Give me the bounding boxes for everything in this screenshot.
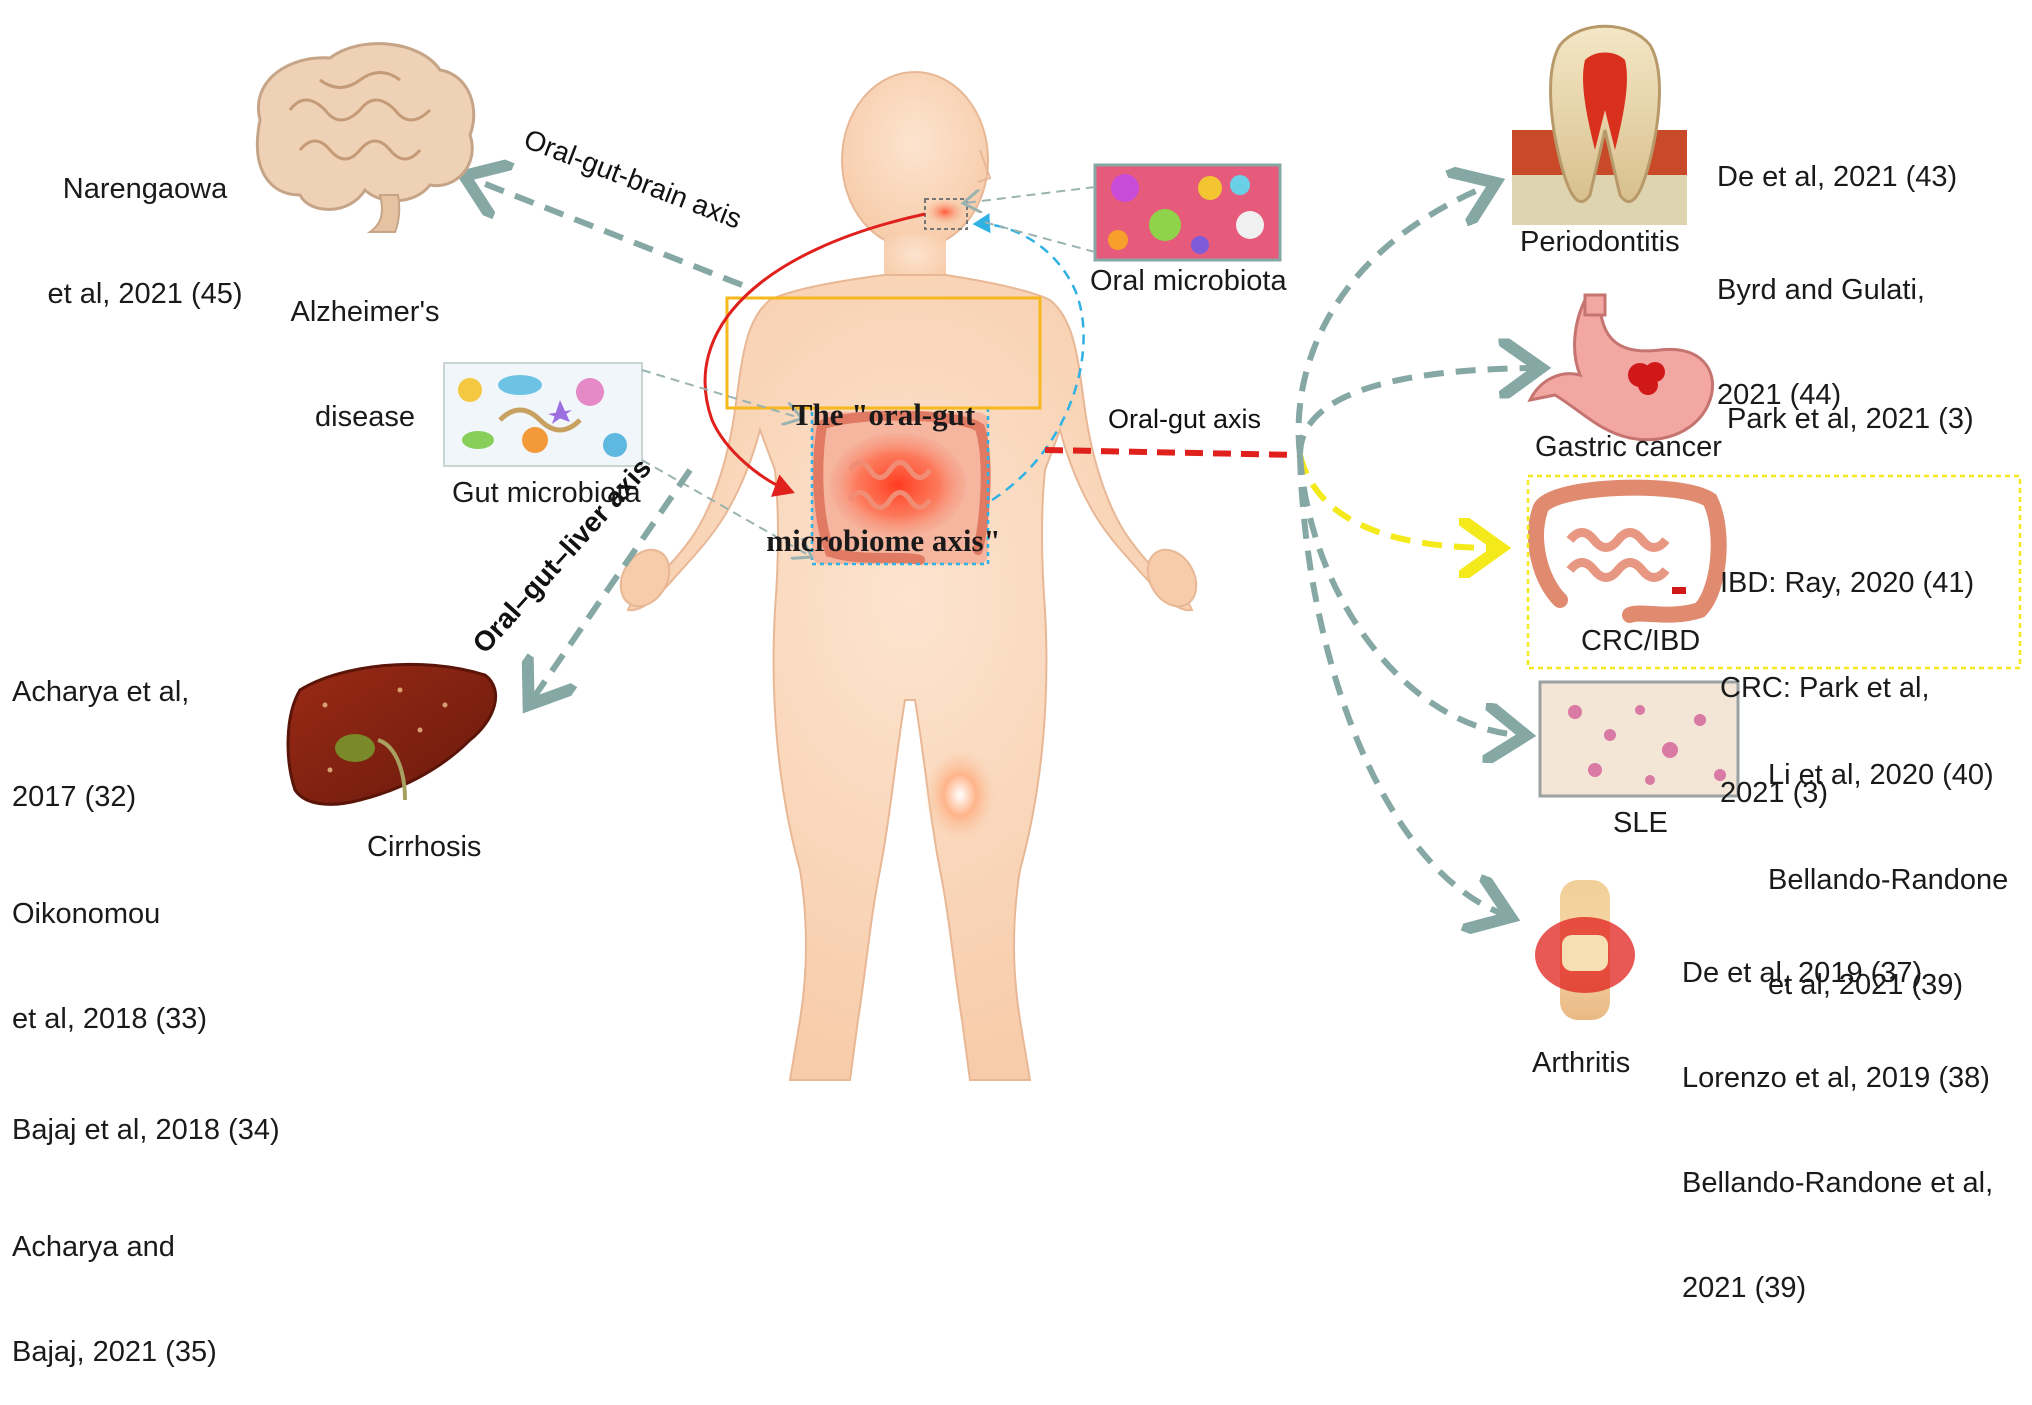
reference-line: Bellando-Randone et al, [1682, 1167, 1994, 1199]
cirrhosis-references: Acharya et al, 2017 (32) Oikonomou et al… [12, 605, 312, 1405]
reference-line: De et al, 2021 (43) [1717, 161, 1958, 193]
tooth-icon [1512, 24, 1687, 225]
reference-line: Bellando-Randone [1768, 864, 2009, 896]
oral-gut-red-arrow [1044, 447, 1299, 458]
oral-to-gut-red-arrow [703, 212, 926, 497]
diagram-canvas: Oral-gut-brain axis Oral–gut–liver axis … [12, 24, 2022, 1368]
liver-axis-arrow [532, 468, 693, 700]
brain-axis-label: Oral-gut-brain axis [520, 123, 746, 234]
periodontitis-references: De et al, 2021 (43) Byrd and Gulati, 202… [1717, 90, 1957, 448]
joint-icon [1535, 880, 1635, 1020]
periodontitis-label: Periodontitis [1520, 226, 1680, 258]
stomach-icon [1527, 293, 1715, 442]
colon-icon [1528, 479, 1727, 623]
brain-icon [255, 42, 476, 233]
reference-line: 2021 (44) [1717, 379, 1842, 411]
reference-line: Acharya and [12, 1231, 175, 1263]
diagram-title: The "oral-gut microbiome axis" [727, 310, 1040, 604]
right-hand [1146, 548, 1198, 608]
reference-line: CRC: Park et al, [1720, 672, 1930, 704]
gastric-references: Park et al, 2021 (3) [1727, 332, 1974, 472]
reference-line: De et al, 2019 (37) [1682, 957, 1923, 989]
reference-line: 2017 (32) [12, 781, 137, 813]
gut-microbiota-pointer-2 [641, 459, 810, 556]
crc-ibd-label: CRC/IBD [1581, 625, 1701, 657]
reference-line: 2021 (3) [1720, 777, 1829, 809]
oral-microbiota-pointer-1 [965, 186, 1096, 203]
title-line-2: microbiome axis" [766, 523, 1001, 558]
brain-axis-arrow [470, 178, 744, 288]
reference-line: Oikonomou [12, 898, 161, 930]
body-silhouette [626, 274, 1194, 1081]
oral-microbiota-pointer-2 [979, 220, 1096, 253]
alzheimers-references: Narengaowa et al, 2021 (45) [45, 102, 245, 347]
sle-label: SLE [1613, 807, 1668, 839]
reference-line: et al, 2018 (33) [12, 1003, 208, 1035]
gut-microbiota-pointer-1 [641, 369, 800, 418]
reference-line: Li et al, 2020 (40) [1768, 759, 1994, 791]
sle-arrow [1297, 454, 1520, 735]
reference-line: Acharya et al, [12, 676, 190, 708]
reference-line: 2021 (39) [1682, 1272, 1807, 1304]
reference-line: Narengaowa [62, 173, 228, 205]
alzheimers-label: Alzheimer's disease [270, 225, 460, 470]
arthritis-references: De et al, 2019 (37) Lorenzo et al, 2019 … [1682, 886, 1993, 1341]
crc-arrow [1297, 454, 1495, 548]
gastric-arrow [1297, 368, 1535, 456]
gastric-label: Gastric cancer [1535, 431, 1722, 463]
title-line-1: The "oral-gut [791, 397, 976, 432]
oral-microbiota-label: Oral microbiota [1090, 265, 1287, 297]
oral-microbiota-image [1093, 163, 1282, 262]
gut-microbiota-image [443, 362, 643, 467]
cirrhosis-label: Cirrhosis [367, 831, 482, 863]
liver-icon [286, 662, 498, 806]
face-profile [977, 149, 992, 183]
crc-ibd-references: IBD: Ray, 2020 (41) CRC: Park et al, 202… [1720, 496, 1974, 846]
intestine-illustration [812, 410, 991, 565]
reference-line: Byrd and Gulati, [1717, 274, 1925, 306]
reference-line: IBD: Ray, 2020 (41) [1720, 567, 1975, 599]
reference-line: Bajaj et al, 2018 (34) [12, 1114, 280, 1146]
gut-microbiota-label: Gut microbiota [452, 477, 641, 509]
gut-to-oral-blue-arrow [972, 213, 1085, 502]
reference-line: et al, 2021 (39) [1768, 969, 1964, 1001]
crc-highlight-box [1526, 474, 2022, 670]
human-body-figure [619, 71, 1198, 1081]
arthritis-arrow [1297, 454, 1505, 915]
knee-inflammation [924, 749, 996, 841]
left-hand [619, 548, 671, 608]
skin-rash-icon [1538, 680, 1740, 798]
arthritis-label: Arthritis [1532, 1047, 1631, 1079]
periodontitis-arrow [1295, 185, 1490, 456]
sle-references: Li et al, 2020 (40) Bellando-Randone et … [1768, 688, 2008, 1038]
mouth-inflammation [923, 198, 967, 226]
reference-line: Lorenzo et al, 2019 (38) [1682, 1062, 1990, 1094]
title-box [725, 296, 1042, 410]
reference-line: Park et al, 2021 (3) [1727, 403, 1974, 435]
reference-line: Bajaj, 2021 (35) [12, 1336, 217, 1368]
gut-axis-label: Oral-gut axis [1108, 404, 1261, 434]
alzheimers-label-line-1: Alzheimer's [290, 296, 440, 328]
reference-line: et al, 2021 (45) [47, 278, 243, 310]
alzheimers-label-line-2: disease [315, 401, 415, 433]
